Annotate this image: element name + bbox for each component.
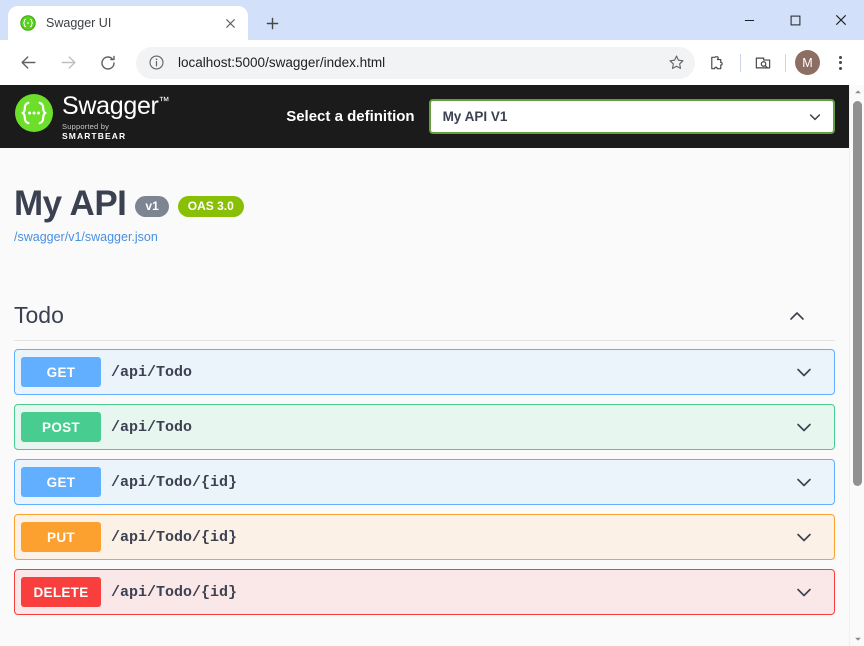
tab-title: Swagger UI: [46, 16, 112, 30]
tab-strip: Swagger UI: [0, 0, 864, 40]
operation-path: /api/Todo: [111, 418, 193, 436]
back-arrow-icon[interactable]: [12, 47, 44, 79]
chevron-down-icon: [807, 109, 823, 125]
swagger-favicon-icon: [20, 15, 36, 31]
reload-icon[interactable]: [92, 47, 124, 79]
chevron-down-icon[interactable]: [794, 527, 814, 547]
new-tab-button[interactable]: [258, 9, 286, 37]
operation-method-badge: GET: [21, 467, 101, 497]
toolbar-divider: [740, 53, 741, 72]
chevron-up-icon[interactable]: [787, 306, 807, 326]
operation-path: /api/Todo/{id}: [111, 528, 238, 546]
swagger-logo[interactable]: Swagger™ Supported by SMARTBEAR: [14, 92, 173, 141]
tag-name: Todo: [14, 302, 64, 328]
definition-select[interactable]: My API V1: [428, 99, 835, 134]
supported-by-prefix: Supported by: [62, 122, 110, 131]
chevron-down-icon[interactable]: [794, 417, 814, 437]
operation-row[interactable]: DELETE/api/Todo/{id}: [14, 569, 835, 615]
tag-section-todo: Todo: [0, 302, 849, 341]
info-circle-icon[interactable]: [148, 54, 166, 72]
chevron-down-icon[interactable]: [794, 362, 814, 382]
swagger-topbar: Swagger™ Supported by SMARTBEAR Select a…: [0, 85, 849, 148]
kebab-menu-icon[interactable]: [826, 49, 854, 77]
select-definition-label: Select a definition: [286, 108, 415, 125]
swagger-logo-text: Swagger™ Supported by SMARTBEAR: [62, 92, 173, 142]
api-title-row: My API v1 OAS 3.0: [14, 186, 835, 221]
avatar-initial: M: [802, 55, 813, 70]
star-icon[interactable]: [663, 50, 689, 76]
page-scrollbar[interactable]: [849, 85, 864, 646]
oas-badge: OAS 3.0: [177, 196, 244, 217]
operation-method-badge: POST: [21, 412, 101, 442]
window-minimize-button[interactable]: [726, 3, 772, 37]
smartbear-brand: SMARTBEAR: [62, 131, 127, 141]
swagger-wordmark-text: Swagger: [62, 92, 159, 120]
browser-tab-swagger-ui[interactable]: Swagger UI: [8, 6, 248, 40]
operation-method-badge: DELETE: [21, 577, 101, 607]
address-bar[interactable]: localhost:5000/swagger/index.html: [136, 46, 695, 79]
operation-path: /api/Todo/{id}: [111, 583, 238, 601]
scroll-down-arrow-icon[interactable]: [850, 632, 864, 646]
spec-url-link[interactable]: /swagger/v1/swagger.json: [14, 230, 158, 244]
definition-select-value: My API V1: [442, 109, 508, 124]
browser-toolbar: localhost:5000/swagger/index.html M: [0, 40, 864, 85]
supported-by-line: Supported by SMARTBEAR: [62, 122, 173, 141]
scroll-up-arrow-icon[interactable]: [850, 85, 864, 99]
scrollbar-thumb[interactable]: [853, 101, 862, 486]
tab-close-icon[interactable]: [220, 13, 240, 33]
operation-row[interactable]: GET/api/Todo: [14, 349, 835, 395]
operation-method-badge: GET: [21, 357, 101, 387]
toolbar-divider-2: [785, 53, 786, 72]
api-info-block: My API v1 OAS 3.0 /swagger/v1/swagger.js…: [0, 148, 849, 246]
window-controls: [726, 0, 864, 40]
page-viewport: Swagger™ Supported by SMARTBEAR Select a…: [0, 85, 864, 646]
operation-path: /api/Todo/{id}: [111, 473, 238, 491]
kebab-dot-1: [838, 55, 842, 59]
kebab-dot-2: [838, 61, 842, 64]
screenshot-search-icon[interactable]: [749, 49, 777, 77]
swagger-wordmark: Swagger™: [62, 94, 173, 119]
window-close-button[interactable]: [818, 3, 864, 37]
operation-row[interactable]: POST/api/Todo: [14, 404, 835, 450]
avatar[interactable]: M: [795, 50, 820, 75]
page-title: My API: [14, 184, 127, 223]
trademark-symbol: ™: [158, 95, 170, 108]
version-badge: v1: [135, 196, 169, 217]
operation-row[interactable]: GET/api/Todo/{id}: [14, 459, 835, 505]
swagger-ui-page: Swagger™ Supported by SMARTBEAR Select a…: [0, 85, 849, 646]
kebab-dot-3: [838, 66, 842, 70]
window-maximize-button[interactable]: [772, 3, 818, 37]
chevron-down-icon[interactable]: [794, 582, 814, 602]
puzzle-piece-icon[interactable]: [704, 49, 732, 77]
operation-path: /api/Todo: [111, 363, 193, 381]
forward-arrow-icon: [52, 47, 84, 79]
operation-row[interactable]: PUT/api/Todo/{id}: [14, 514, 835, 560]
swagger-logo-icon: [14, 93, 54, 133]
tag-header-todo[interactable]: Todo: [14, 302, 835, 341]
chevron-down-icon[interactable]: [794, 472, 814, 492]
operation-method-badge: PUT: [21, 522, 101, 552]
url-text: localhost:5000/swagger/index.html: [178, 55, 386, 70]
